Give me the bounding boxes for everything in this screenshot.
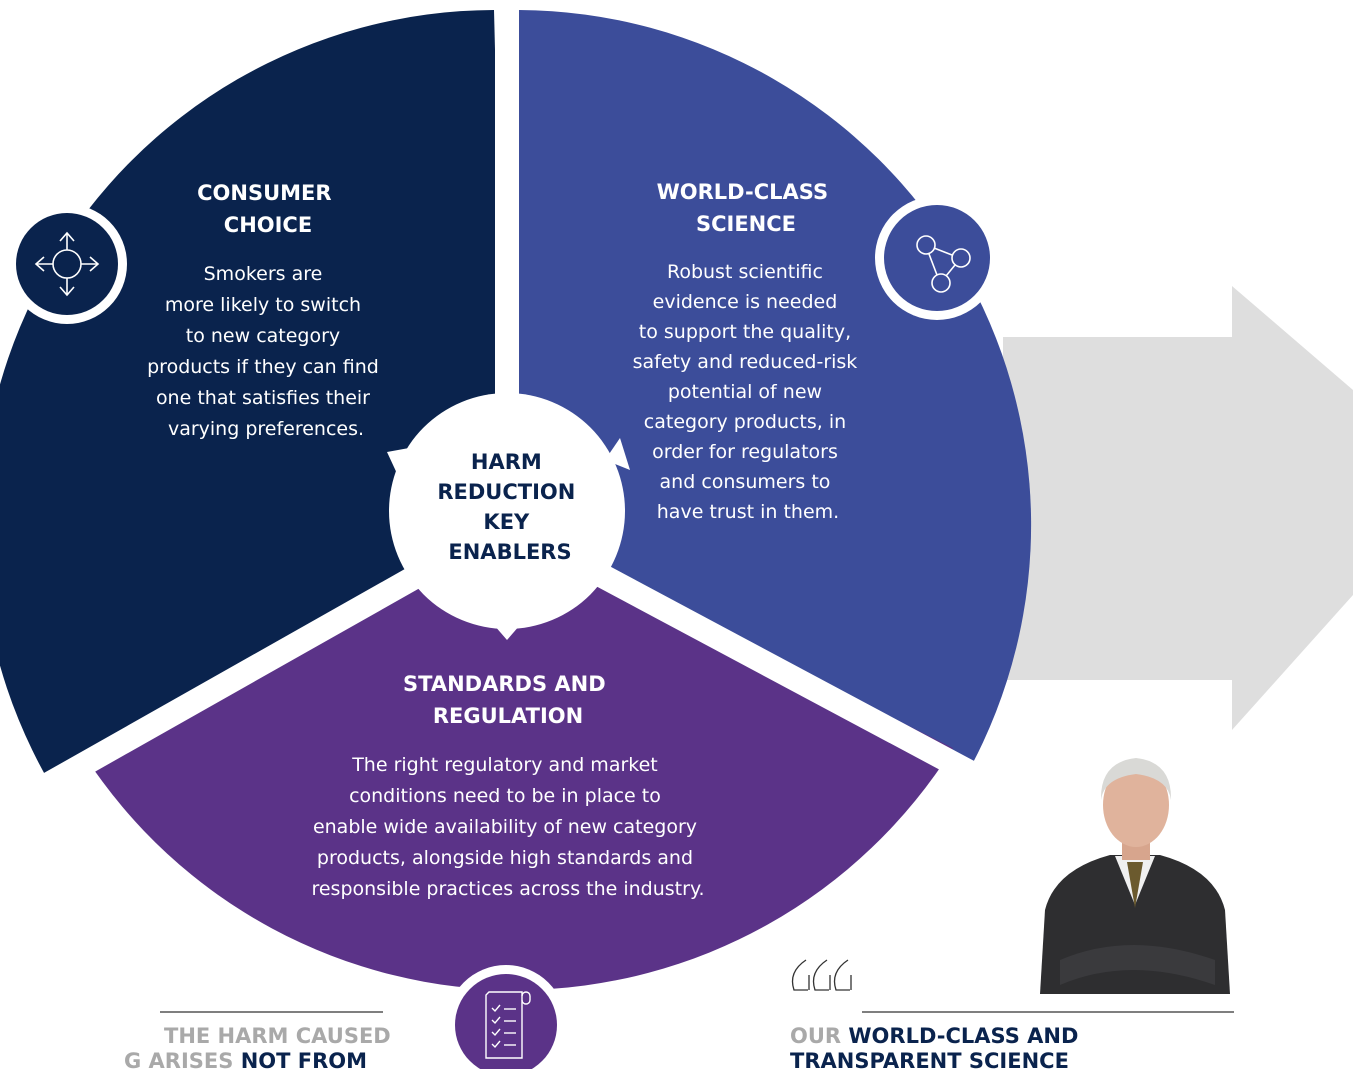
bottom-left-line2: G ARISES NOT FROM xyxy=(124,1049,367,1069)
standards-regulation-body: The right regulatory and market conditio… xyxy=(311,754,704,900)
bottom-right-line1: OUR WORLD-CLASS AND xyxy=(790,1024,1078,1048)
world-class-science-title: WORLD-CLASS SCIENCE xyxy=(657,180,836,236)
center-line-1: HARM xyxy=(471,450,542,474)
center-line-3: KEY xyxy=(483,510,530,534)
standards-regulation-title: STANDARDS AND REGULATION xyxy=(403,672,613,728)
molecule-icon xyxy=(875,196,999,320)
gray-arrow xyxy=(1003,286,1353,730)
bottom-right-line2: TRANSPARENT SCIENCE xyxy=(790,1049,1069,1069)
consumer-choice-body: Smokers are more likely to switch to new… xyxy=(147,263,385,440)
svg-text:HARM REDUCTION KEY: HARM REDUCTION KEY ENABLERS xyxy=(437,450,582,564)
quote-mark-icon xyxy=(791,959,852,991)
consumer-choice-title: CONSUMER CHOICE xyxy=(197,181,339,237)
portrait-image xyxy=(1038,758,1230,994)
world-class-science-body: Robust scientific evidence is needed to … xyxy=(633,261,864,523)
center-line-4: ENABLERS xyxy=(448,540,571,564)
center-hub: HARM REDUCTION KEY ENABLERS xyxy=(387,393,630,640)
checklist-scroll-icon xyxy=(446,965,566,1069)
bottom-left-line1: THE HARM CAUSED xyxy=(164,1024,391,1048)
move-arrows-icon xyxy=(7,204,127,324)
center-line-2: REDUCTION xyxy=(437,480,575,504)
